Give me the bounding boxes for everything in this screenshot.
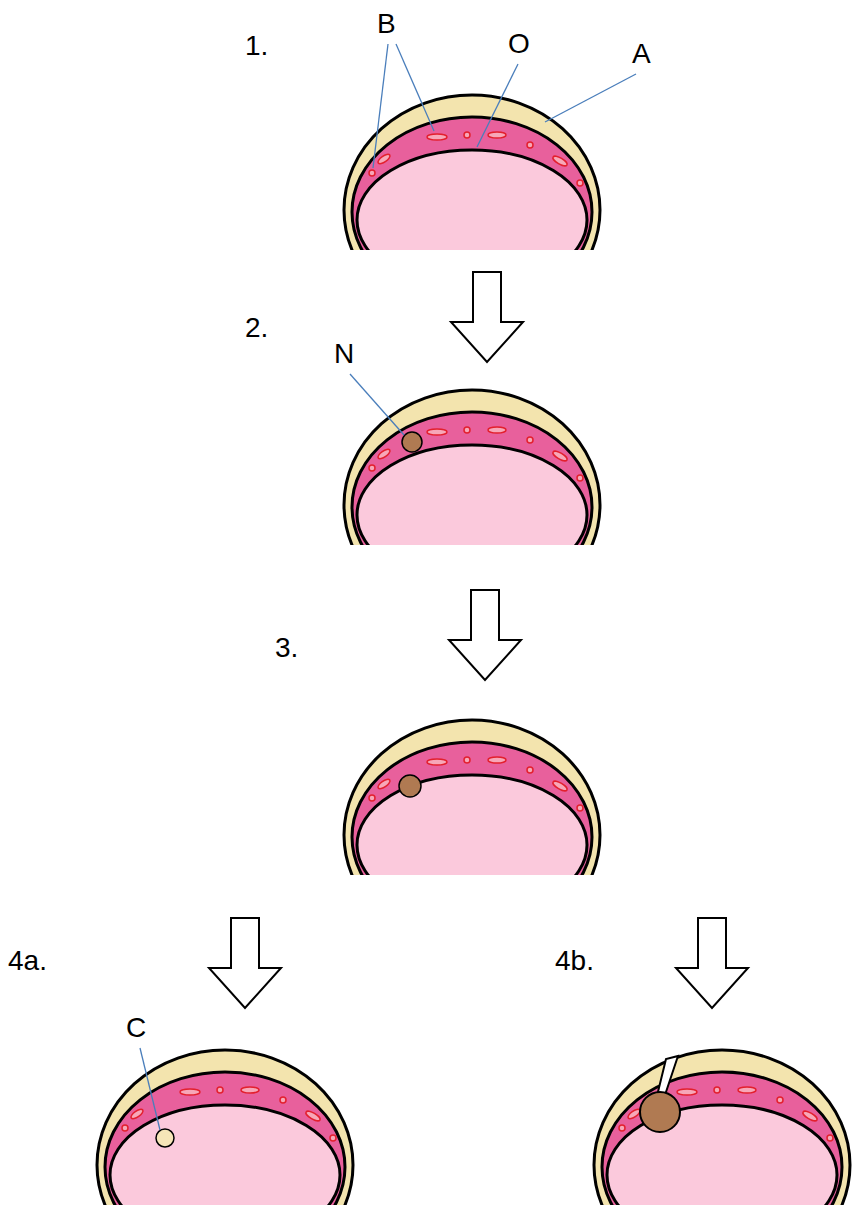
callout-label: 3. bbox=[275, 632, 298, 664]
callout-label: 4a. bbox=[8, 945, 47, 977]
leader-line bbox=[373, 44, 388, 168]
block-arrow bbox=[676, 918, 748, 1008]
leader-line bbox=[545, 74, 636, 122]
skin-section bbox=[97, 1050, 353, 1216]
cyst bbox=[156, 1129, 174, 1147]
skin-section bbox=[594, 1050, 850, 1216]
block-arrow bbox=[451, 272, 523, 362]
callout-label: N bbox=[334, 338, 354, 370]
callout-label: C bbox=[126, 1012, 146, 1044]
callout-label: 1. bbox=[245, 30, 268, 62]
callout-label: A bbox=[632, 38, 651, 70]
callout-label: 4b. bbox=[555, 945, 594, 977]
leader-line bbox=[350, 374, 404, 435]
leader-line bbox=[477, 64, 518, 147]
nodule bbox=[399, 775, 421, 797]
callout-label: B bbox=[377, 8, 396, 40]
skin-section bbox=[344, 390, 600, 620]
leader-line bbox=[140, 1048, 160, 1130]
leader-line bbox=[396, 44, 434, 131]
block-arrow bbox=[449, 590, 521, 680]
skin-section bbox=[344, 720, 600, 950]
block-arrow bbox=[209, 918, 281, 1008]
nodule bbox=[640, 1092, 680, 1132]
callout-label: 2. bbox=[245, 312, 268, 344]
nodule bbox=[402, 432, 422, 452]
callout-label: O bbox=[508, 28, 530, 60]
